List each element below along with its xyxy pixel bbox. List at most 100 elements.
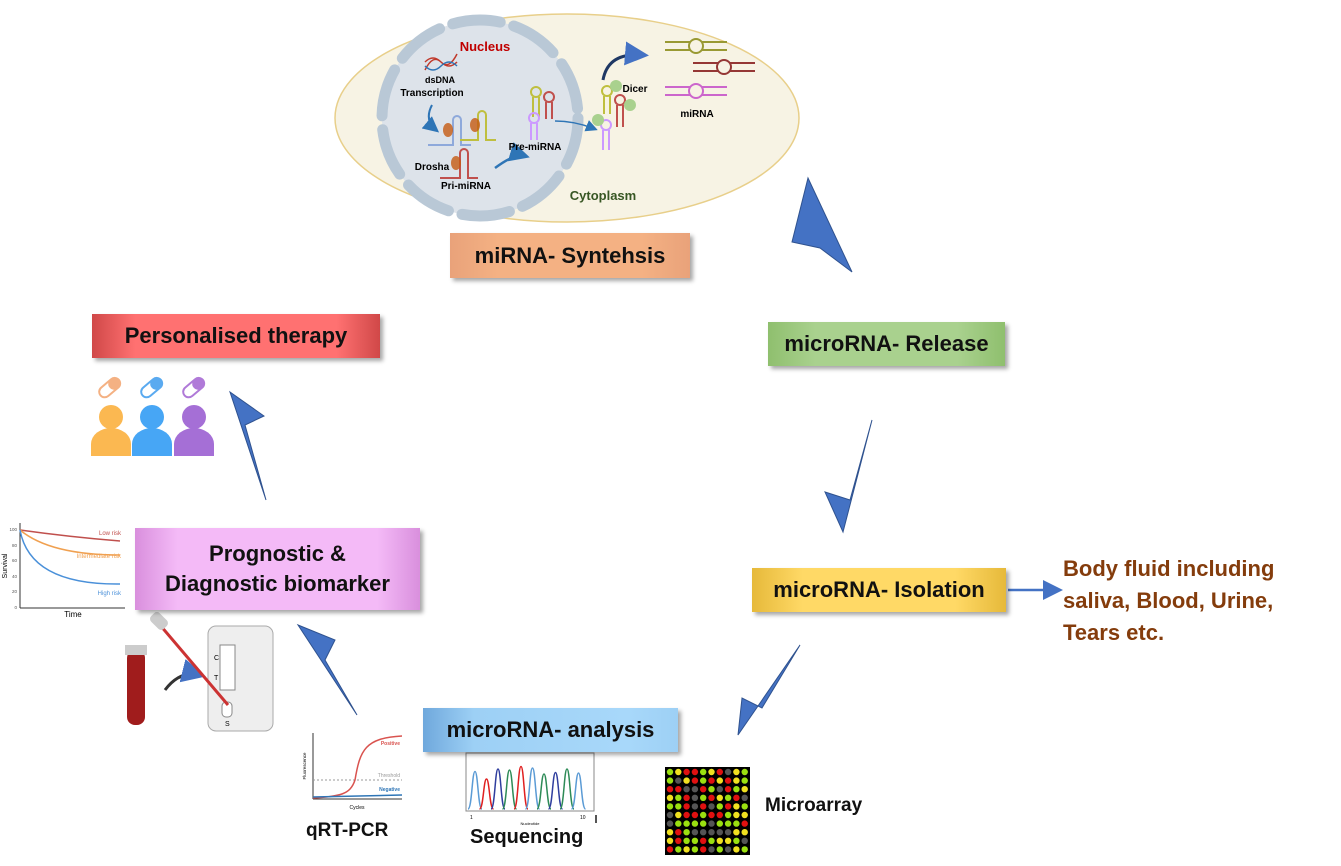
microarray-spot: [716, 846, 723, 853]
step-biomarker: Prognostic & Diagnostic biomarker: [135, 528, 420, 610]
step-microrna-analysis: microRNA- analysis: [423, 708, 678, 752]
svg-text:Threshold: Threshold: [378, 773, 400, 779]
microarray-spot: [741, 829, 748, 836]
body-fluid-line: Tears etc.: [1063, 620, 1165, 645]
microarray-spot: [708, 777, 715, 784]
microarray-spot: [675, 820, 682, 827]
svg-text:10: 10: [580, 815, 586, 821]
microarray-spot: [716, 829, 723, 836]
drosha-label: Drosha: [415, 162, 450, 173]
survival-high-risk-line: [19, 529, 121, 585]
microarray-spot: [666, 786, 674, 793]
microarray-spot: [733, 777, 740, 784]
microarray-spot: [700, 803, 707, 810]
microarray-spot: [691, 820, 699, 827]
svg-text:Cycles: Cycles: [349, 805, 365, 811]
chromatogram-peak: [467, 770, 483, 810]
microarray-spot: [675, 794, 682, 801]
microarray-spot: [733, 846, 740, 853]
svg-text:Fluorescence: Fluorescence: [302, 752, 307, 780]
microarray-spot: [675, 777, 682, 784]
pri-mirna-label: Pri-miRNA: [441, 181, 491, 192]
microarray-spot: [708, 846, 715, 853]
chromatogram-peak: [513, 765, 529, 810]
microarray-spot: [741, 811, 748, 819]
microarray-spot: [675, 811, 682, 819]
microarray-spot: [691, 768, 699, 776]
microarray-spot: [675, 846, 682, 853]
chromatogram-peak: [570, 772, 587, 810]
microarray-spot: [716, 803, 723, 810]
rapid-test-illustration: C T S: [125, 612, 274, 732]
microarray-spot: [708, 803, 715, 810]
microarray-spot: [700, 829, 707, 836]
microarray-spot: [716, 768, 723, 776]
microarray-spot: [716, 811, 723, 819]
qrt-pcr-label: qRT-PCR: [306, 820, 389, 841]
microarray-spot: [666, 846, 674, 853]
pri-mirna-hairpins: [428, 110, 496, 179]
qrt-pcr-chart: Positive Threshold Negative Cycles Fluor…: [302, 733, 403, 811]
microarray-spot: [700, 837, 707, 844]
body-fluid-text: Body fluid including saliva, Blood, Urin…: [1063, 553, 1274, 649]
step-microrna-release: microRNA- Release: [768, 322, 1005, 366]
mirna-label: miRNA: [680, 109, 713, 120]
microarray-spot: [700, 811, 707, 819]
microarray-spot: [700, 777, 707, 784]
microarray-spot: [683, 811, 690, 819]
svg-text:Intermediate risk: Intermediate risk: [77, 554, 122, 560]
step-microrna-isolation: microRNA- Isolation: [752, 568, 1006, 612]
microarray-spot: [741, 837, 748, 844]
svg-text:Time: Time: [64, 610, 82, 619]
microarray-spot: [724, 811, 732, 819]
microarray-spot: [733, 811, 740, 819]
microarray-spot: [666, 803, 674, 810]
microarray-label: Microarray: [765, 795, 863, 816]
microarray-spot: [675, 829, 682, 836]
microarray-spot: [708, 786, 715, 793]
microarray-spot: [724, 837, 732, 844]
microarray-spot: [683, 846, 690, 853]
microarray-spot: [724, 777, 732, 784]
microarray-grid: [665, 767, 750, 855]
microarray-spot: [724, 820, 732, 827]
microarray-spot: [691, 777, 699, 784]
svg-text:0: 0: [14, 605, 17, 610]
microarray-spot: [724, 768, 732, 776]
microarray-spot: [733, 820, 740, 827]
microarray-spot: [733, 803, 740, 810]
microarray-spot: [683, 768, 690, 776]
microarray-spot: [741, 803, 748, 810]
microarray-spot: [724, 786, 732, 793]
chromatogram-peak: [547, 771, 564, 810]
microarray-spot: [700, 786, 707, 793]
microarray-spot: [741, 846, 748, 853]
dsdna-label: dsDNA: [425, 75, 456, 85]
svg-text:1: 1: [470, 815, 473, 821]
svg-text:S: S: [225, 721, 230, 728]
microarray-spot: [691, 837, 699, 844]
microarray-spot: [700, 768, 707, 776]
patients-icon: [91, 376, 214, 456]
svg-text:40: 40: [12, 574, 18, 579]
mirna-duplexes: [665, 38, 755, 99]
arrow-isolation-to-analysis: [737, 644, 801, 736]
microarray-spot: [716, 837, 723, 844]
microarray-spot: [666, 768, 674, 776]
svg-text:Low risk: Low risk: [99, 531, 122, 537]
microarray-spot: [708, 829, 715, 836]
microarray-spot: [708, 768, 715, 776]
dna-icon: [424, 53, 458, 71]
arrow-synthesis-to-release: [791, 176, 853, 273]
microarray-spot: [691, 846, 699, 853]
microarray-spot: [741, 794, 748, 801]
microarray-spot: [724, 794, 732, 801]
svg-text:60: 60: [12, 558, 18, 563]
body-fluid-line: saliva, Blood, Urine,: [1063, 588, 1274, 613]
body-fluid-line: Body fluid including: [1063, 556, 1275, 581]
microarray-spot: [666, 794, 674, 801]
chromatogram-peak: [524, 767, 541, 810]
svg-text:Negative: Negative: [379, 787, 400, 793]
